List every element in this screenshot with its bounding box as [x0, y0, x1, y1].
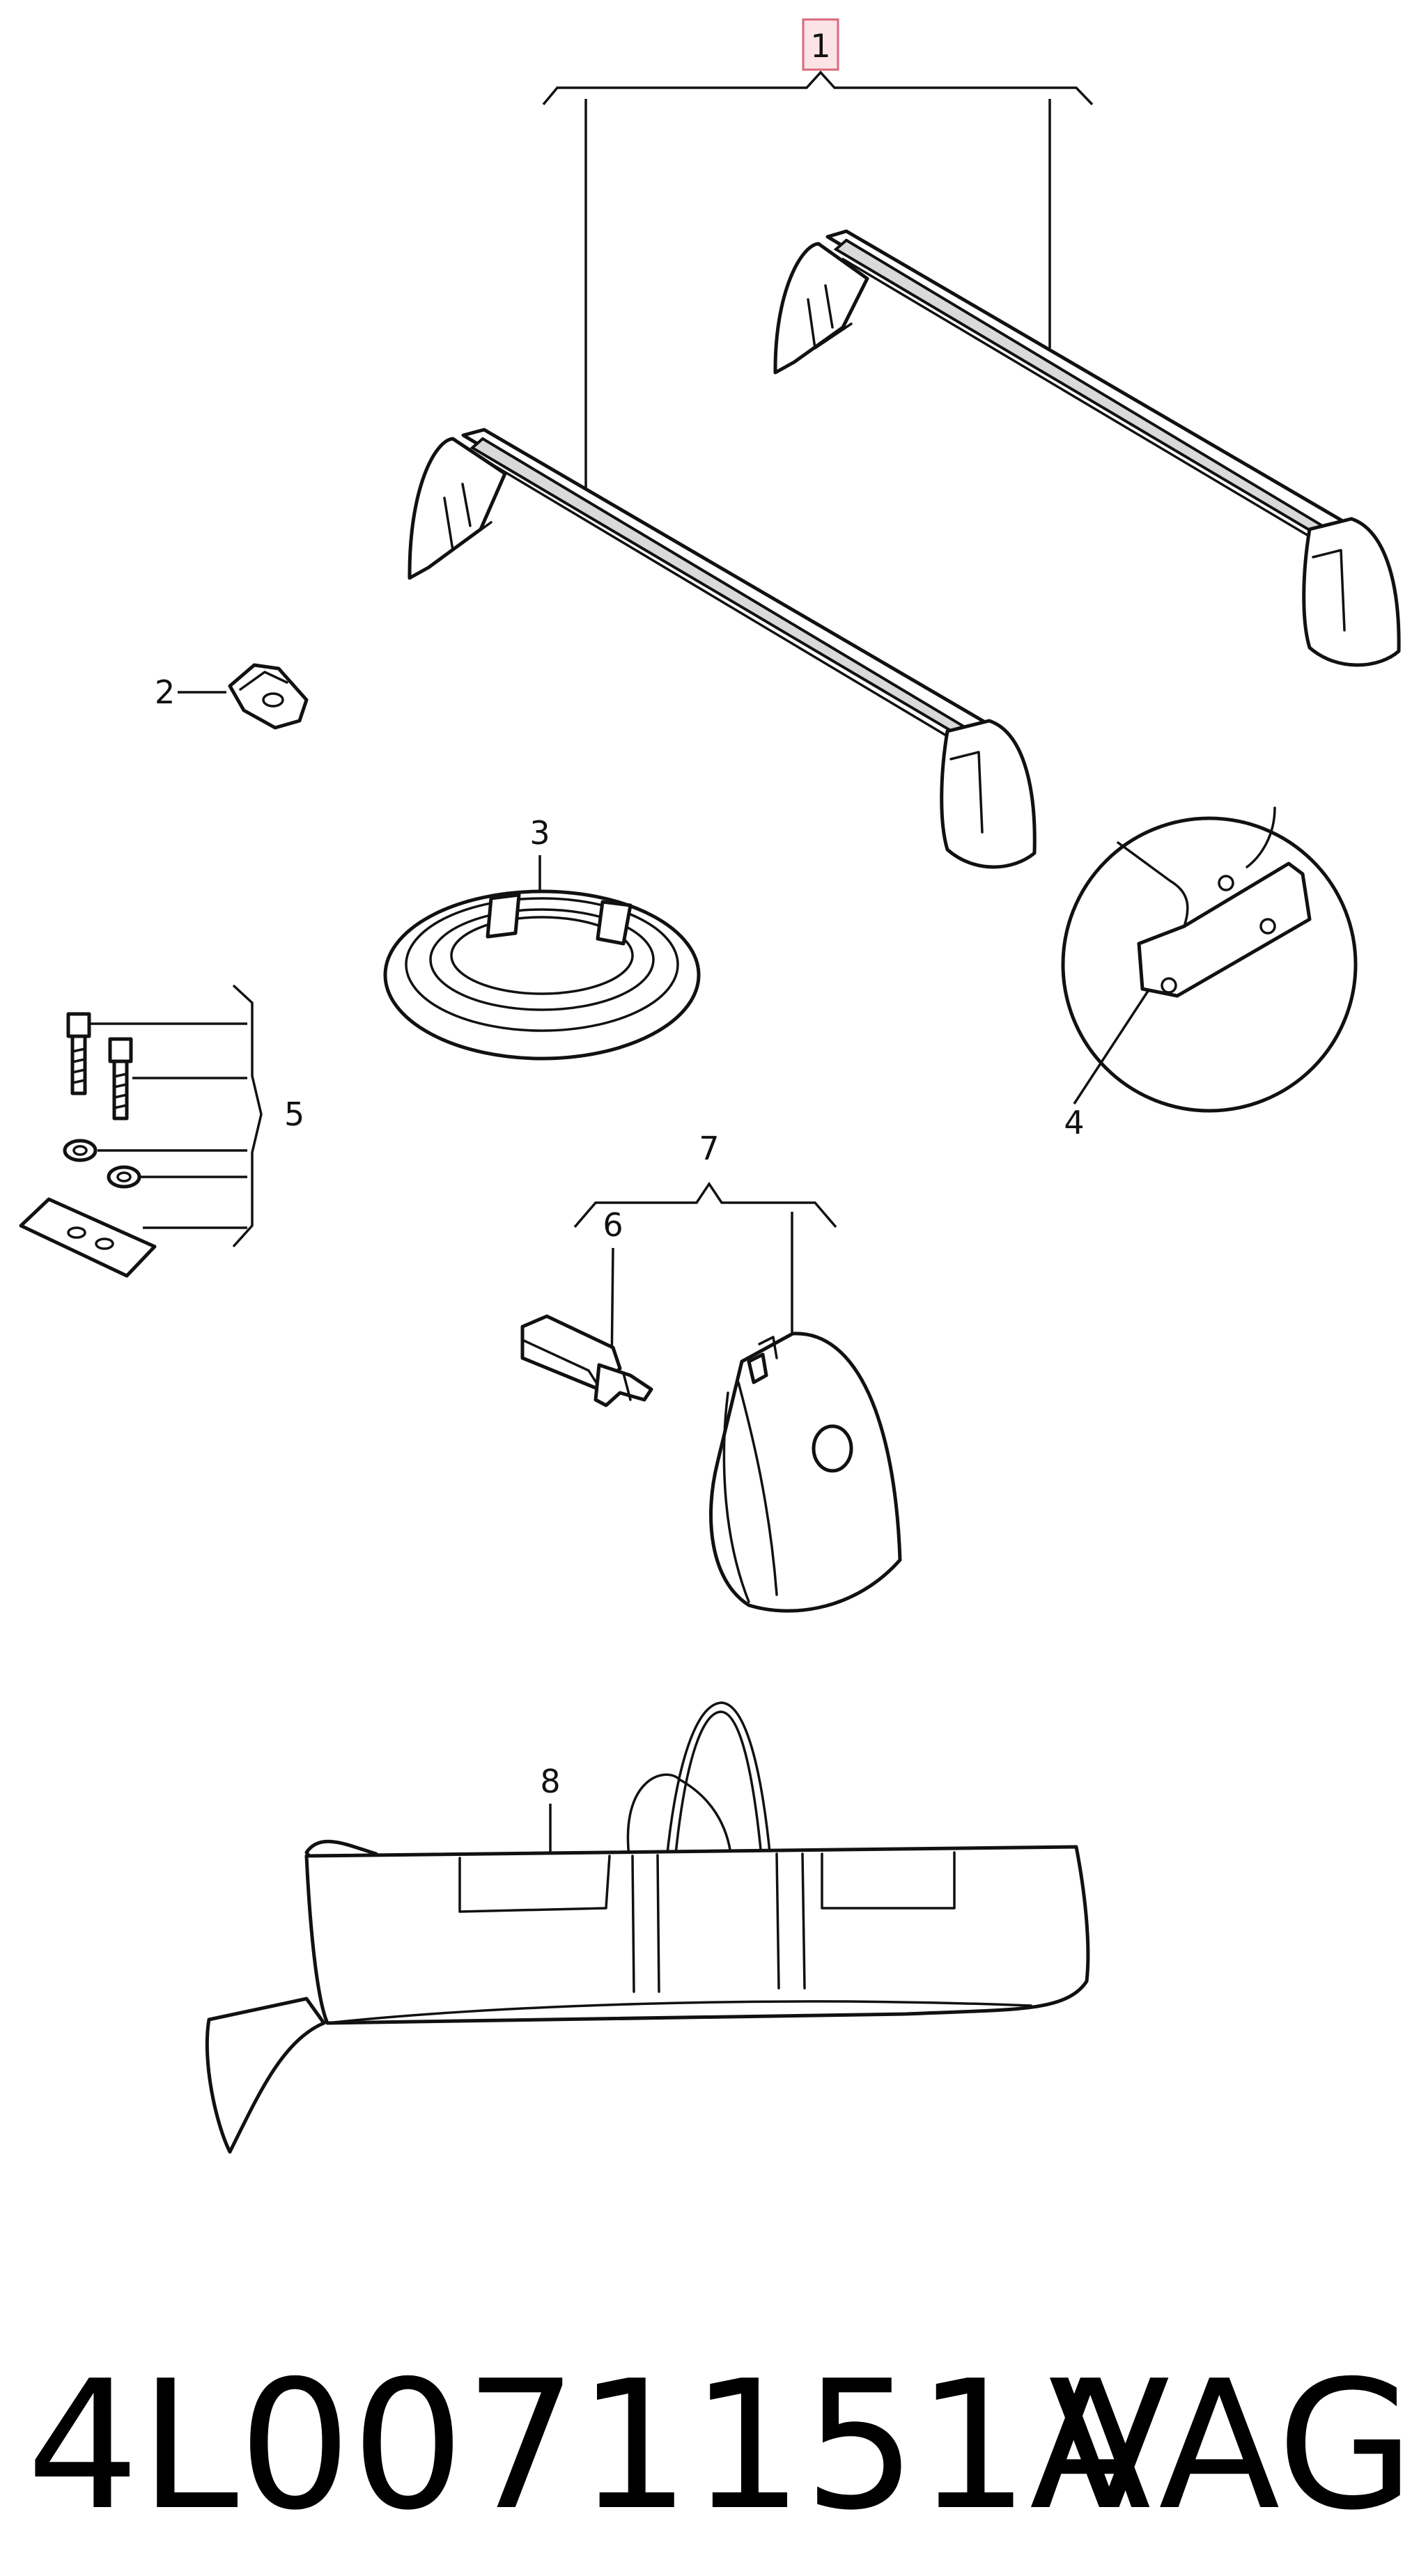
part-7-end-cap	[708, 1332, 902, 1613]
part-5-hardware: 5	[19, 984, 304, 1278]
brand-label: VAG	[1048, 2343, 1412, 2550]
callout-7-label: 7	[699, 1130, 719, 1167]
callout-6-label: 6	[603, 1206, 623, 1244]
callout-1-highlight	[802, 18, 839, 71]
callout-8-label: 8	[540, 1763, 560, 1800]
callout-4-label: 4	[1064, 1104, 1084, 1141]
part-8-bag: 8	[205, 1701, 1090, 2154]
part-2-clip: 2	[155, 663, 309, 730]
roof-bar-rear	[773, 229, 1401, 667]
part-4-detail: 4	[1061, 806, 1358, 1141]
callout-1-group[interactable]: 1	[542, 18, 1094, 499]
part-number: 4L0071151A	[26, 2343, 1151, 2550]
part-3-coil: 3	[383, 814, 701, 1061]
callout-3-label: 3	[529, 814, 550, 852]
roof-bar-front	[408, 428, 1037, 869]
callout-1-label: 1	[810, 27, 830, 65]
callout-5-label: 5	[284, 1095, 304, 1133]
part-7-group: 7 6	[520, 1130, 902, 1613]
callout-1-bracket	[542, 70, 1094, 106]
part-6-adapter	[520, 1314, 653, 1407]
callout-2-label: 2	[155, 673, 175, 711]
